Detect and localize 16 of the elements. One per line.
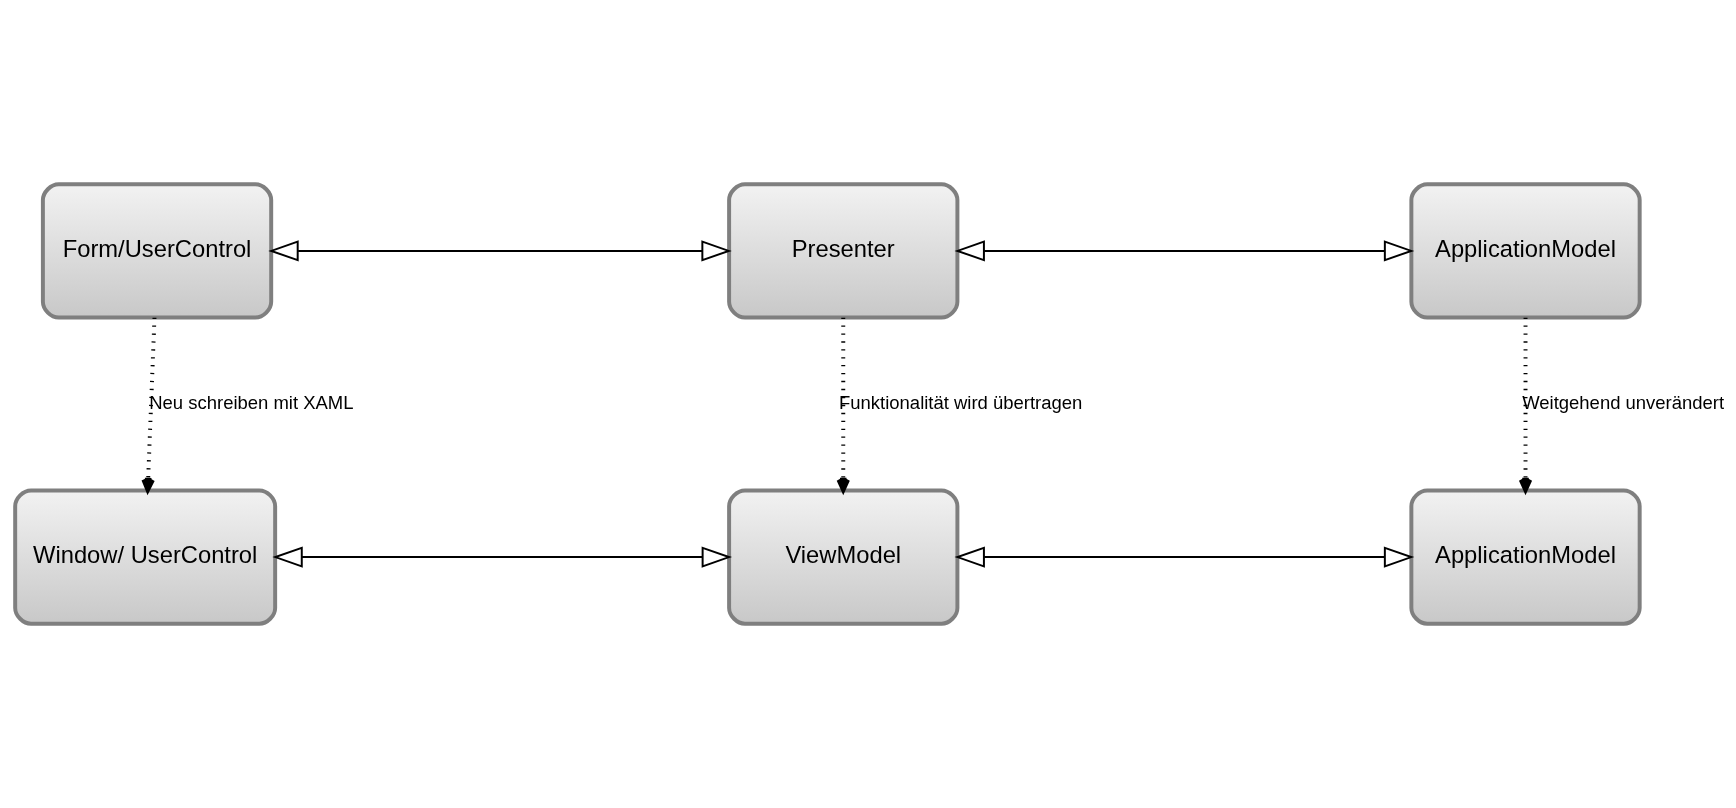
- arrow: [954, 546, 1415, 568]
- edge-label: Neu schreiben mit XAML: [149, 391, 354, 413]
- arrow: [268, 240, 732, 262]
- arrow: [272, 546, 732, 568]
- node-box: ApplicationModel: [1409, 488, 1642, 626]
- arrow: [836, 317, 850, 493]
- node-box: Window/ UserControl: [13, 488, 278, 626]
- node-box: ApplicationModel: [1409, 182, 1642, 320]
- node-box: Presenter: [727, 182, 960, 320]
- arrow: [141, 317, 157, 493]
- arrow: [1518, 317, 1533, 493]
- edge-label: Funktionalität wird übertragen: [839, 391, 1083, 413]
- edge-label: Weitgehend unverändert: [1522, 391, 1725, 413]
- arrow: [954, 240, 1415, 262]
- node-box: Form/UserControl: [40, 182, 274, 320]
- node-box: ViewModel: [727, 488, 960, 626]
